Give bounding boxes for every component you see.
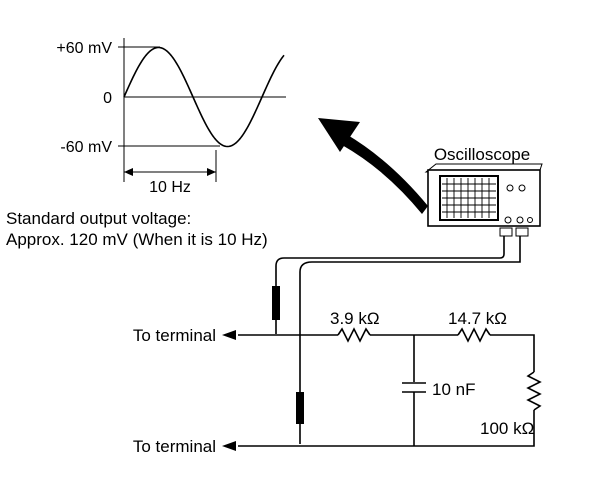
probe-tip-1: [272, 286, 280, 320]
knob-1: [506, 184, 514, 192]
wire-bottom-right: [414, 410, 535, 447]
period-arrow-right: [207, 168, 216, 176]
note-line-2: Approx. 120 mV (When it is 10 Hz): [6, 230, 268, 249]
label-terminal-bottom: To terminal: [133, 437, 216, 456]
label-r3: 100 kΩ: [480, 419, 534, 438]
sine-wave: [123, 46, 285, 148]
arrow-terminal-bottom: [222, 441, 236, 451]
knob-4: [516, 216, 524, 224]
period-label: 10 Hz: [149, 179, 191, 196]
label-r2: 14.7 kΩ: [448, 309, 507, 328]
resistor-r3: [526, 371, 542, 411]
circuit: [222, 327, 542, 451]
oscilloscope-icon: [424, 163, 543, 237]
knob-5: [527, 217, 533, 223]
period-arrow-left: [124, 168, 133, 176]
oscilloscope-grid: [442, 178, 496, 218]
resistor-r1: [337, 327, 371, 343]
oscilloscope-label: Oscilloscope: [434, 145, 530, 164]
wire-right: [490, 334, 535, 372]
resistor-r2: [457, 327, 491, 343]
label-terminal-top: To terminal: [133, 326, 216, 345]
knob-3: [504, 216, 512, 224]
ground-jack: [515, 227, 529, 237]
knob-2: [518, 184, 526, 192]
probe-cable-1: [275, 236, 505, 334]
tick-plus60: +60 mV: [56, 40, 112, 57]
label-c1: 10 nF: [432, 380, 475, 399]
probe-jack: [499, 227, 513, 237]
probe-cable-2: [299, 236, 521, 444]
tick-zero: 0: [103, 90, 112, 107]
note-line-1: Standard output voltage:: [6, 209, 191, 228]
curved-arrow-head: [318, 118, 360, 152]
label-r1: 3.9 kΩ: [330, 309, 380, 328]
probe-tip-2: [296, 392, 304, 424]
curved-arrow: [318, 118, 428, 214]
period-dimension: [123, 150, 217, 182]
probe-cables: [272, 236, 521, 444]
waveform-plot: +60 mV 0 -60 mV 10 Hz: [56, 38, 286, 196]
arrow-terminal-top: [222, 330, 236, 340]
tick-minus60: -60 mV: [60, 139, 112, 156]
